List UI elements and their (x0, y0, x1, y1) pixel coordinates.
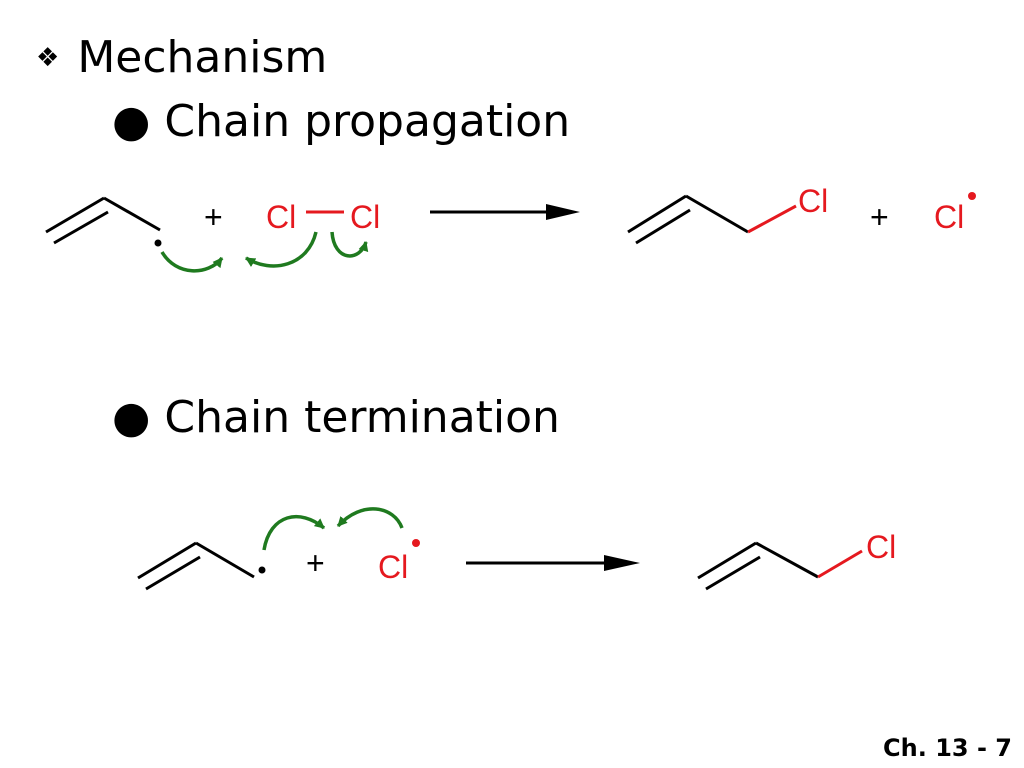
bullet-dot-icon: ● (112, 96, 151, 147)
plus-sign: + (870, 199, 889, 235)
chlorine-radical-atom: Cl (378, 549, 408, 585)
allyl-chloride-product: Cl (627, 183, 828, 245)
radical-dot (412, 539, 420, 547)
chlorine-atom-left: Cl (266, 199, 296, 235)
subheading-propagation-text: Chain propagation (164, 96, 571, 147)
reaction-arrow (466, 555, 640, 571)
chlorine-radical-atom: Cl (934, 199, 964, 235)
allyl-radical-reactant (45, 196, 162, 247)
product-chlorine-atom: Cl (798, 183, 828, 219)
plus-sign: + (306, 545, 325, 581)
product-chlorine-atom: Cl (866, 529, 896, 565)
electron-arrows-propagation (160, 231, 369, 273)
heading-text: Mechanism (77, 32, 328, 83)
chlorine-atom-right: Cl (350, 199, 380, 235)
chlorine-molecule: Cl Cl (266, 199, 380, 235)
subheading-termination-text: Chain termination (164, 392, 560, 443)
curved-arrow-icon (336, 507, 404, 529)
diamond-bullet-icon: ❖ (36, 43, 60, 73)
curved-arrow-icon (330, 231, 369, 258)
curved-arrow-icon (245, 231, 318, 268)
heading-mechanism: ❖ Mechanism (36, 32, 327, 83)
electron-arrows-termination (262, 507, 404, 551)
radical-dot (258, 566, 266, 574)
chlorine-radical: Cl (378, 539, 420, 585)
bullet-dot-icon: ● (112, 392, 151, 443)
subheading-propagation: ● Chain propagation (112, 96, 570, 147)
reaction-arrow (430, 204, 580, 220)
radical-dot (154, 239, 162, 247)
radical-dot (968, 192, 976, 200)
chlorine-radical: Cl (934, 192, 976, 235)
allyl-chloride-product: Cl (697, 529, 896, 591)
allyl-radical-reactant (137, 541, 266, 591)
slide-number: Ch. 13 - 7 (883, 734, 1012, 762)
curved-arrow-icon (262, 514, 326, 551)
curved-arrow-icon (160, 251, 224, 273)
subheading-termination: ● Chain termination (112, 392, 560, 443)
plus-sign: + (204, 199, 223, 235)
